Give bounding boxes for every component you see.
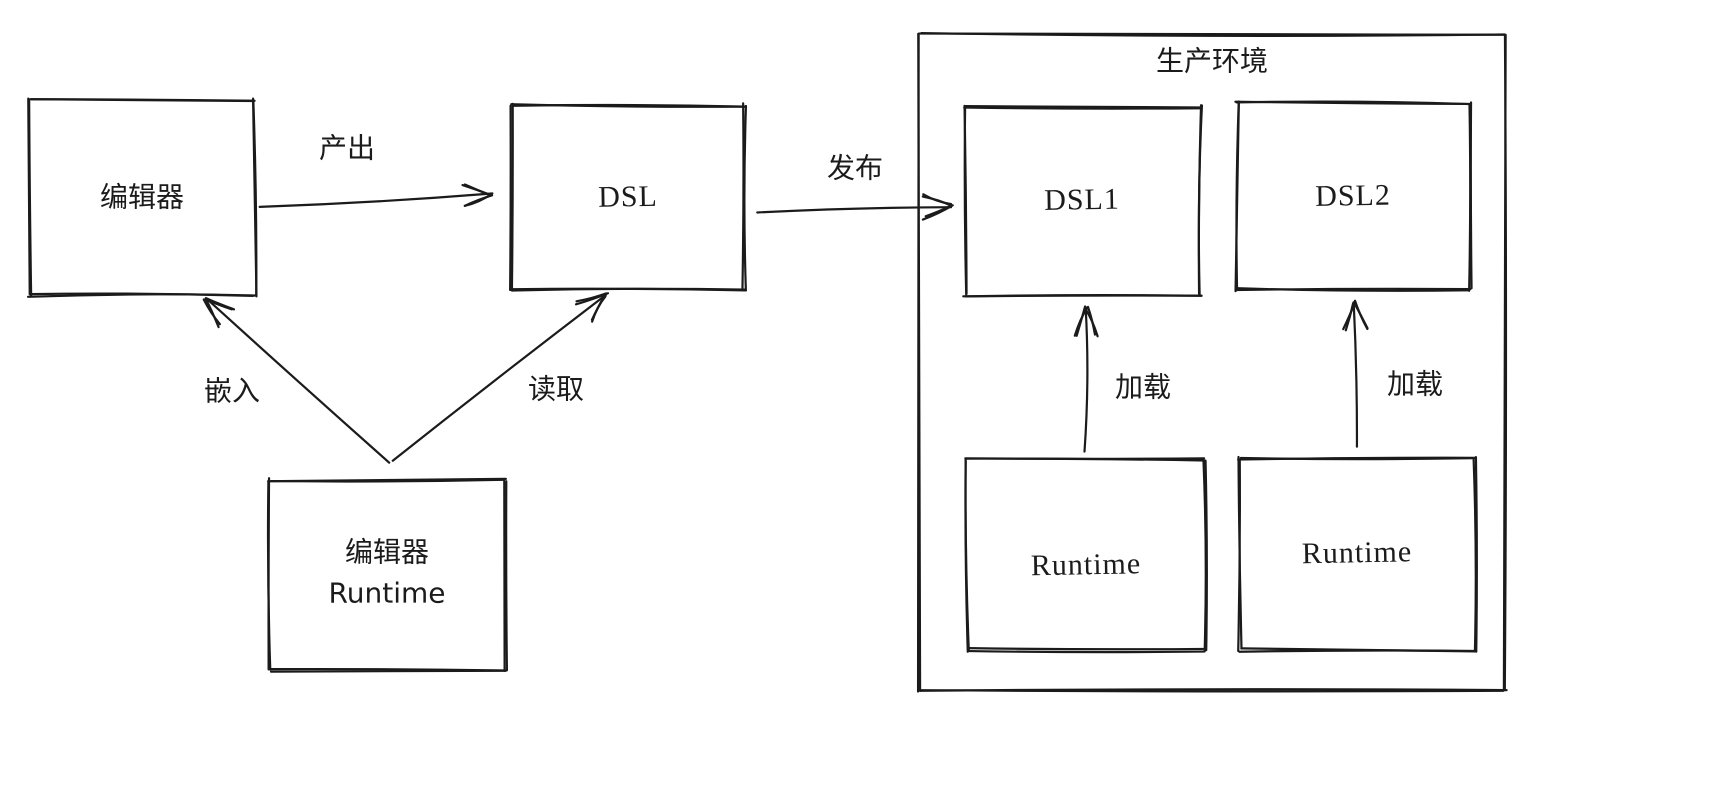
edge-read-label: 读取 (527, 372, 585, 406)
node-prod-env-title: 生产环境 (1155, 44, 1269, 78)
node-runtime2-label: Runtime (1301, 535, 1413, 571)
node-dsl2-label: DSL2 (1314, 178, 1392, 213)
edge-load2-label: 加载 (1386, 367, 1444, 401)
edge-publish-label: 发布 (826, 151, 884, 185)
node-dsl1-label: DSL1 (1043, 182, 1121, 217)
node-editor-runtime-label: 编辑器 Runtime (328, 535, 446, 609)
edge-embed-label: 嵌入 (203, 374, 261, 408)
node-dsl-label: DSL (597, 179, 659, 214)
node-runtime1-label: Runtime (1030, 547, 1142, 583)
edge-load1-label: 加载 (1114, 370, 1172, 404)
edge-produce-label: 产出 (318, 131, 376, 165)
node-editor-label: 编辑器 (99, 180, 185, 214)
